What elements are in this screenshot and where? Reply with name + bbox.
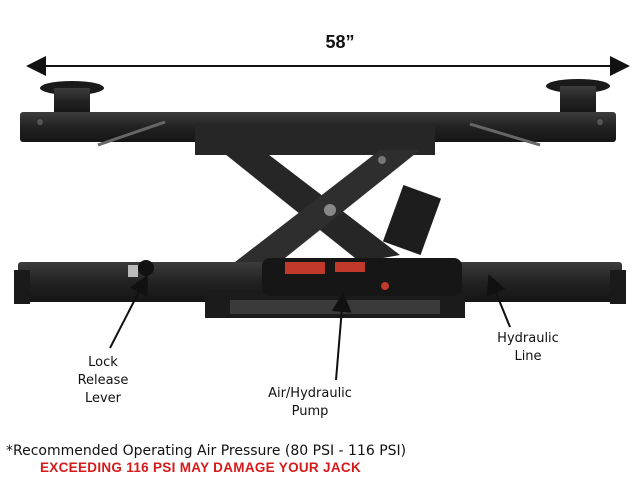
callout-line: Pump (291, 404, 329, 419)
air-pressure-note: *Recommended Operating Air Pressure (80 … (6, 443, 407, 459)
width-dimension-label: 58” (325, 32, 355, 52)
lock-lever-pointer (109, 274, 148, 349)
lock-release-lever-part (128, 260, 154, 277)
callout-line: Lock (88, 355, 118, 370)
callout-line: Release (77, 373, 129, 388)
hydraulic-line-pointer (486, 274, 511, 328)
pump-pointer (331, 292, 352, 381)
callout-line: Line (514, 349, 542, 364)
air-hydraulic-pump (262, 258, 462, 296)
air-hydraulic-pump-label: Air/Hydraulic Pump (255, 385, 365, 421)
lock-release-lever-label: Lock Release Lever (58, 354, 148, 408)
callout-line: Air/Hydraulic (268, 386, 352, 401)
pressure-warning: EXCEEDING 116 PSI MAY DAMAGE YOUR JACK (40, 460, 361, 475)
left-lift-pad (40, 81, 104, 114)
right-lift-pad (546, 79, 610, 114)
top-beam (20, 112, 616, 155)
callout-line: Lever (84, 391, 122, 406)
scissor-arms (220, 148, 442, 262)
hydraulic-line-label: Hydraulic Line (478, 330, 578, 366)
callout-line: Hydraulic (497, 331, 559, 346)
